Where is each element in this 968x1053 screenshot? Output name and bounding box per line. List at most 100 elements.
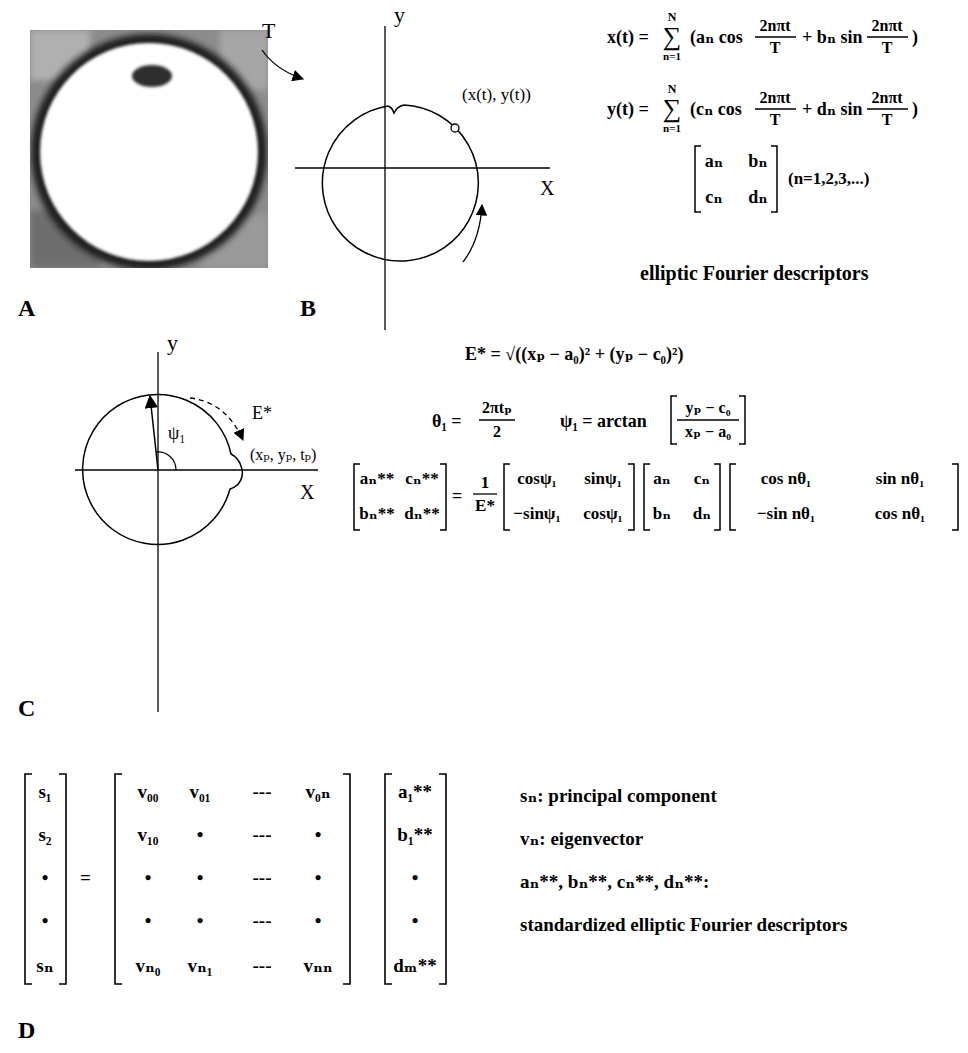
matrix-entry: ---	[253, 825, 272, 844]
equation-term: 2nπt	[760, 18, 791, 34]
matrix-brackets	[695, 146, 777, 212]
equation-term: N	[668, 83, 677, 95]
point-label: (xₚ, yₚ, tₚ)	[250, 447, 316, 463]
equation-term: =	[452, 487, 462, 505]
axis-label: X	[300, 482, 314, 502]
matrix-entry: −sinψ₁	[513, 505, 560, 522]
matrix-entry: •	[42, 868, 49, 887]
equation-term: ψ₁ = arctan	[560, 412, 647, 430]
matrix-entry: −sin nθ₁	[757, 505, 815, 522]
direction-arrow	[262, 50, 303, 79]
caption-text: standardized elliptic Fourier descriptor…	[520, 915, 847, 934]
matrix-entry: v₀₁	[190, 782, 211, 801]
dashed-arrow	[190, 398, 243, 440]
equation-term: (n=1,2,3,...)	[788, 170, 869, 187]
matrix-entry: sinψ₁	[584, 470, 622, 487]
matrix-entry: sin nθ₁	[876, 470, 924, 487]
axis-label: T	[262, 20, 275, 42]
matrix-entry: ---	[253, 956, 272, 975]
matrix-entry: •	[412, 911, 419, 930]
equation-term: 2nπt	[872, 18, 903, 34]
equation-term: (aₙ cos	[690, 28, 743, 46]
equation-term: θ₁ =	[432, 412, 462, 430]
matrix-entry: •	[197, 868, 204, 887]
equation-term: 1	[481, 474, 490, 491]
caption-text: elliptic Fourier descriptors	[640, 263, 868, 283]
matrix-entry: cₙ**	[405, 470, 438, 487]
matrix-entry: v₁₀	[138, 825, 159, 844]
matrix-entry: ---	[253, 782, 272, 801]
matrix-entry: a₁**	[398, 782, 432, 801]
matrix-entry: vₙₙ	[303, 956, 332, 975]
matrix-entry: cₙ	[705, 188, 722, 206]
matrix-entry: •	[42, 911, 49, 930]
equation-term: E*	[475, 497, 495, 514]
equation-term: T	[770, 112, 781, 128]
matrix-entry: •	[197, 825, 204, 844]
caption-text: aₙ**, bₙ**, cₙ**, dₙ**:	[520, 872, 709, 891]
equation-term: + dₙ sin	[802, 100, 863, 118]
panel-letter: B	[300, 296, 316, 320]
matrix-entry: s₂	[38, 825, 51, 844]
matrix-entry: aₙ	[705, 152, 723, 170]
point-label: (x(t), y(t))	[462, 86, 531, 103]
panel-letter: D	[18, 1018, 35, 1042]
mri-image	[30, 30, 268, 268]
matrix-entry: dₙ**	[404, 505, 439, 522]
matrix-entry: ---	[253, 911, 272, 930]
matrix-entry: •	[145, 911, 152, 930]
angle-arc	[156, 452, 176, 470]
point-label: ψ₁	[168, 424, 186, 442]
axes-b	[295, 26, 550, 330]
matrix-entry: •	[412, 868, 419, 887]
matrix-brackets	[25, 774, 446, 984]
matrix-entry: aₙ**	[360, 470, 394, 487]
matrix-entry: •	[145, 868, 152, 887]
matrix-entry: •	[315, 911, 322, 930]
axis-label: y	[167, 332, 178, 354]
matrix-entry: •	[315, 825, 322, 844]
matrix-entry: b₁**	[397, 825, 432, 844]
equation-term: n=1	[663, 123, 681, 134]
equation-term: 2nπt	[872, 90, 903, 106]
matrix-entry: ---	[253, 868, 272, 887]
equation-term: T	[882, 40, 893, 56]
contour-point	[451, 124, 459, 132]
fraction-lines	[473, 420, 739, 494]
fraction-lines	[755, 37, 908, 109]
equation-term: + bₙ sin	[802, 28, 863, 46]
equation-term: xₚ − a₀	[685, 424, 731, 440]
matrix-entry: vₙ₀	[135, 956, 160, 975]
equation-term: n=1	[663, 51, 681, 62]
matrix-entry: v₀₀	[138, 782, 159, 801]
equation-term: =	[80, 868, 91, 887]
matrix-entry: •	[315, 868, 322, 887]
matrix-entry: bₙ	[653, 505, 671, 522]
matrix-entry: •	[197, 911, 204, 930]
matrix-entry: bₙ**	[359, 505, 394, 522]
panel-letter: C	[18, 696, 35, 720]
axis-label: y	[394, 4, 405, 26]
contour-curve	[83, 394, 243, 544]
equation-term: 2nπt	[760, 90, 791, 106]
equation-term: (cₙ cos	[690, 100, 742, 118]
matrix-entry: aₙ	[653, 470, 670, 487]
matrix-entry: vₙ₁	[187, 956, 212, 975]
matrix-entry: cos nθ₁	[875, 505, 925, 522]
matrix-entry: cosψ₁	[583, 505, 622, 522]
equation-term: 2πtₚ	[482, 400, 512, 416]
matrix-entry: dₘ**	[393, 956, 436, 975]
equation-term: yₚ − c₀	[686, 400, 731, 416]
equation-term: 2	[493, 424, 501, 440]
matrix-entry: cₙ	[694, 470, 710, 487]
matrix-entry: dₙ	[693, 505, 711, 522]
radius-arrow	[150, 396, 158, 470]
matrix-entry: dₙ	[748, 188, 767, 206]
matrix-entry: v₀ₙ	[305, 782, 330, 801]
equation-term: x(t) =	[607, 28, 649, 46]
matrix-entry: cosψ₁	[517, 470, 556, 487]
equation-term: E* = √((xₚ − a₀)² + (yₚ − c₀)²)	[465, 345, 683, 363]
